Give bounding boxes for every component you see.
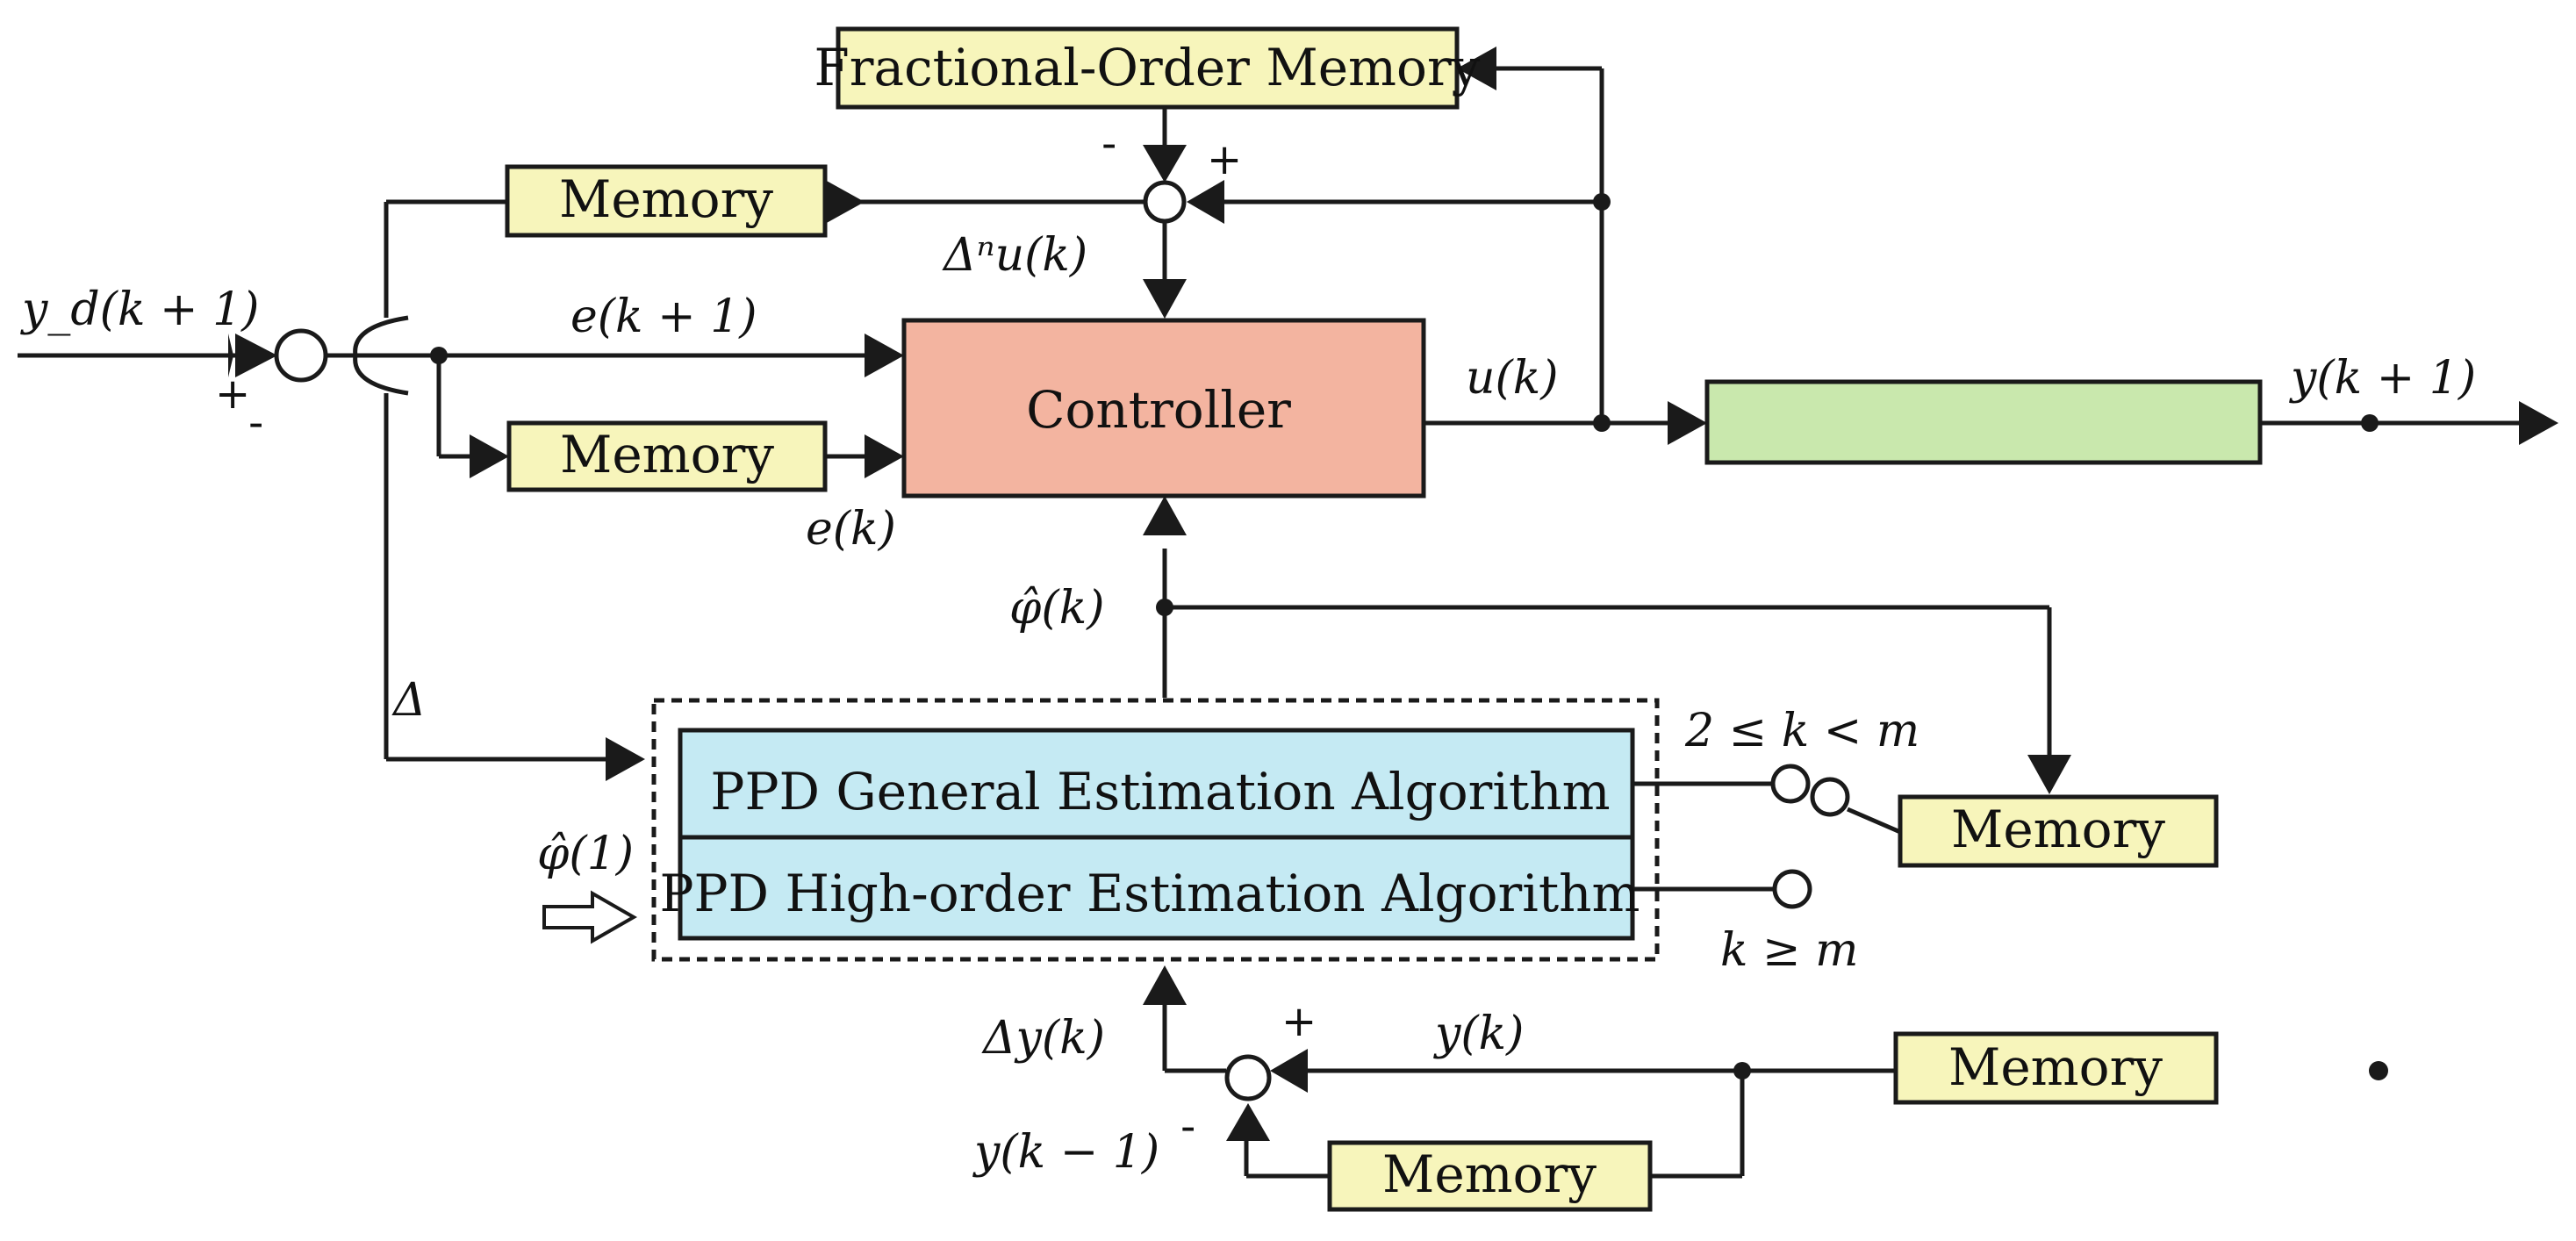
- junction-node-u: [1593, 414, 1611, 432]
- arrow-into-sum-top-vertical: [1143, 145, 1187, 183]
- sum-junction-bottom: [1224, 1054, 1272, 1101]
- sum-junction-top: [1143, 180, 1187, 224]
- label-switch-high: k ≥ m: [1720, 924, 1858, 977]
- memory-top-block: Memory: [505, 164, 828, 238]
- connection-lines: [18, 66, 2519, 1179]
- plant-block: [1704, 379, 2263, 465]
- ppd-general-label: PPD General Estimation Algorithm: [710, 762, 1610, 821]
- label-phi-hat-k: φ̂(k): [1009, 582, 1105, 635]
- label-y-k: y(k): [1433, 1008, 1524, 1060]
- arrowheads: [228, 47, 2558, 1141]
- fractional-memory-block: Fractional-Order Memory: [814, 26, 1481, 110]
- label-phi-hat-1: φ̂(1): [537, 828, 634, 880]
- junction-node-feedback-top: [1593, 193, 1611, 211]
- memory-yk1-label: Memory: [1382, 1144, 1597, 1204]
- label-yd: y_d(k + 1): [20, 283, 259, 336]
- memory-yk-block: Memory: [1893, 1031, 2219, 1105]
- arrow-into-controller-ek: [865, 434, 904, 478]
- memory-phi-label: Memory: [1951, 800, 2165, 859]
- sign-sum-bottom-minus: -: [1180, 1102, 1195, 1151]
- switch-contact-memory: [1810, 777, 1850, 817]
- label-e-k1: e(k + 1): [570, 291, 757, 343]
- sum-junction-input: [274, 328, 328, 383]
- memory-error-block: Memory: [506, 420, 828, 492]
- arrow-into-memory-top: [825, 180, 865, 224]
- sign-sum-top-minus: -: [1101, 119, 1116, 169]
- label-delta: Δ: [391, 674, 427, 727]
- fractional-memory-label: Fractional-Order Memory: [814, 38, 1481, 97]
- label-switch-general: 2 ≤ k < m: [1684, 705, 1919, 757]
- ppd-general-block: [678, 728, 1635, 840]
- arrow-into-controller-top: [1143, 279, 1187, 319]
- arrow-into-controller-bottom: [1143, 496, 1187, 535]
- stray-dot: [2369, 1061, 2388, 1080]
- label-delta-y: Δy(k): [981, 1012, 1105, 1065]
- arrow-phi1-hollow: [542, 890, 638, 944]
- arrow-into-sum-top-horizontal: [1187, 180, 1224, 224]
- memory-yk-label: Memory: [1948, 1037, 2163, 1097]
- controller-block: Controller: [901, 318, 1426, 499]
- arrow-delta-into-ppd: [606, 737, 645, 781]
- arrow-into-memory-phi: [2027, 755, 2071, 794]
- signal-labels: y_d(k + 1) e(k + 1) e(k) Δⁿu(k) u(k) y(k…: [20, 229, 2476, 1179]
- arrow-into-controller-ek1: [865, 334, 904, 377]
- sign-labels: - + + - + -: [215, 119, 1317, 1151]
- label-y-km1: y(k − 1): [972, 1126, 1159, 1179]
- sign-sum-input-minus: -: [248, 398, 263, 448]
- junction-node-yk: [1733, 1062, 1751, 1080]
- ppd-high-order-label: PPD High-order Estimation Algorithm: [660, 864, 1640, 923]
- controller-label: Controller: [1026, 380, 1291, 440]
- ppd-dashed-boundary: [651, 698, 1660, 962]
- label-delta-n-u: Δⁿu(k): [942, 229, 1087, 282]
- junction-nodes: [430, 193, 2388, 1080]
- memory-yk1-block: Memory: [1327, 1140, 1653, 1212]
- sign-sum-bottom-plus: +: [1281, 997, 1317, 1046]
- arrow-into-plant: [1668, 401, 1707, 445]
- memory-phi-block: Memory: [1898, 794, 2219, 868]
- junction-node-phi: [1156, 599, 1173, 616]
- arrow-into-sum-bottom-horizontal: [1270, 1049, 1308, 1093]
- label-y-k1-out: y(k + 1): [2289, 352, 2476, 405]
- sign-sum-input-plus: +: [215, 369, 250, 419]
- arrow-into-sum-bottom-vertical: [1226, 1103, 1270, 1141]
- ppd-high-order-block: [678, 835, 1635, 941]
- ppd-estimator-group: PPD General Estimation Algorithm PPD Hig…: [651, 698, 1660, 962]
- arrow-into-fractional-memory: [1457, 47, 1496, 90]
- arrow-yd-into-sum: [228, 334, 233, 377]
- arrow-into-input-sum: [235, 334, 277, 377]
- junction-node-error: [430, 347, 448, 364]
- switch-contact-high: [1772, 869, 1812, 909]
- sign-sum-top-plus: +: [1207, 135, 1242, 184]
- switch-contact-general: [1770, 764, 1811, 804]
- arrow-into-ppd-bottom: [1143, 965, 1187, 1005]
- junction-node-y-out: [2361, 414, 2379, 432]
- memory-error-label: Memory: [560, 425, 774, 484]
- arrow-plant-output: [2519, 401, 2558, 445]
- arrow-into-memory-error: [470, 434, 509, 478]
- memory-top-label: Memory: [559, 169, 773, 229]
- label-u-k: u(k): [1466, 352, 1559, 405]
- label-e-k: e(k): [806, 503, 896, 556]
